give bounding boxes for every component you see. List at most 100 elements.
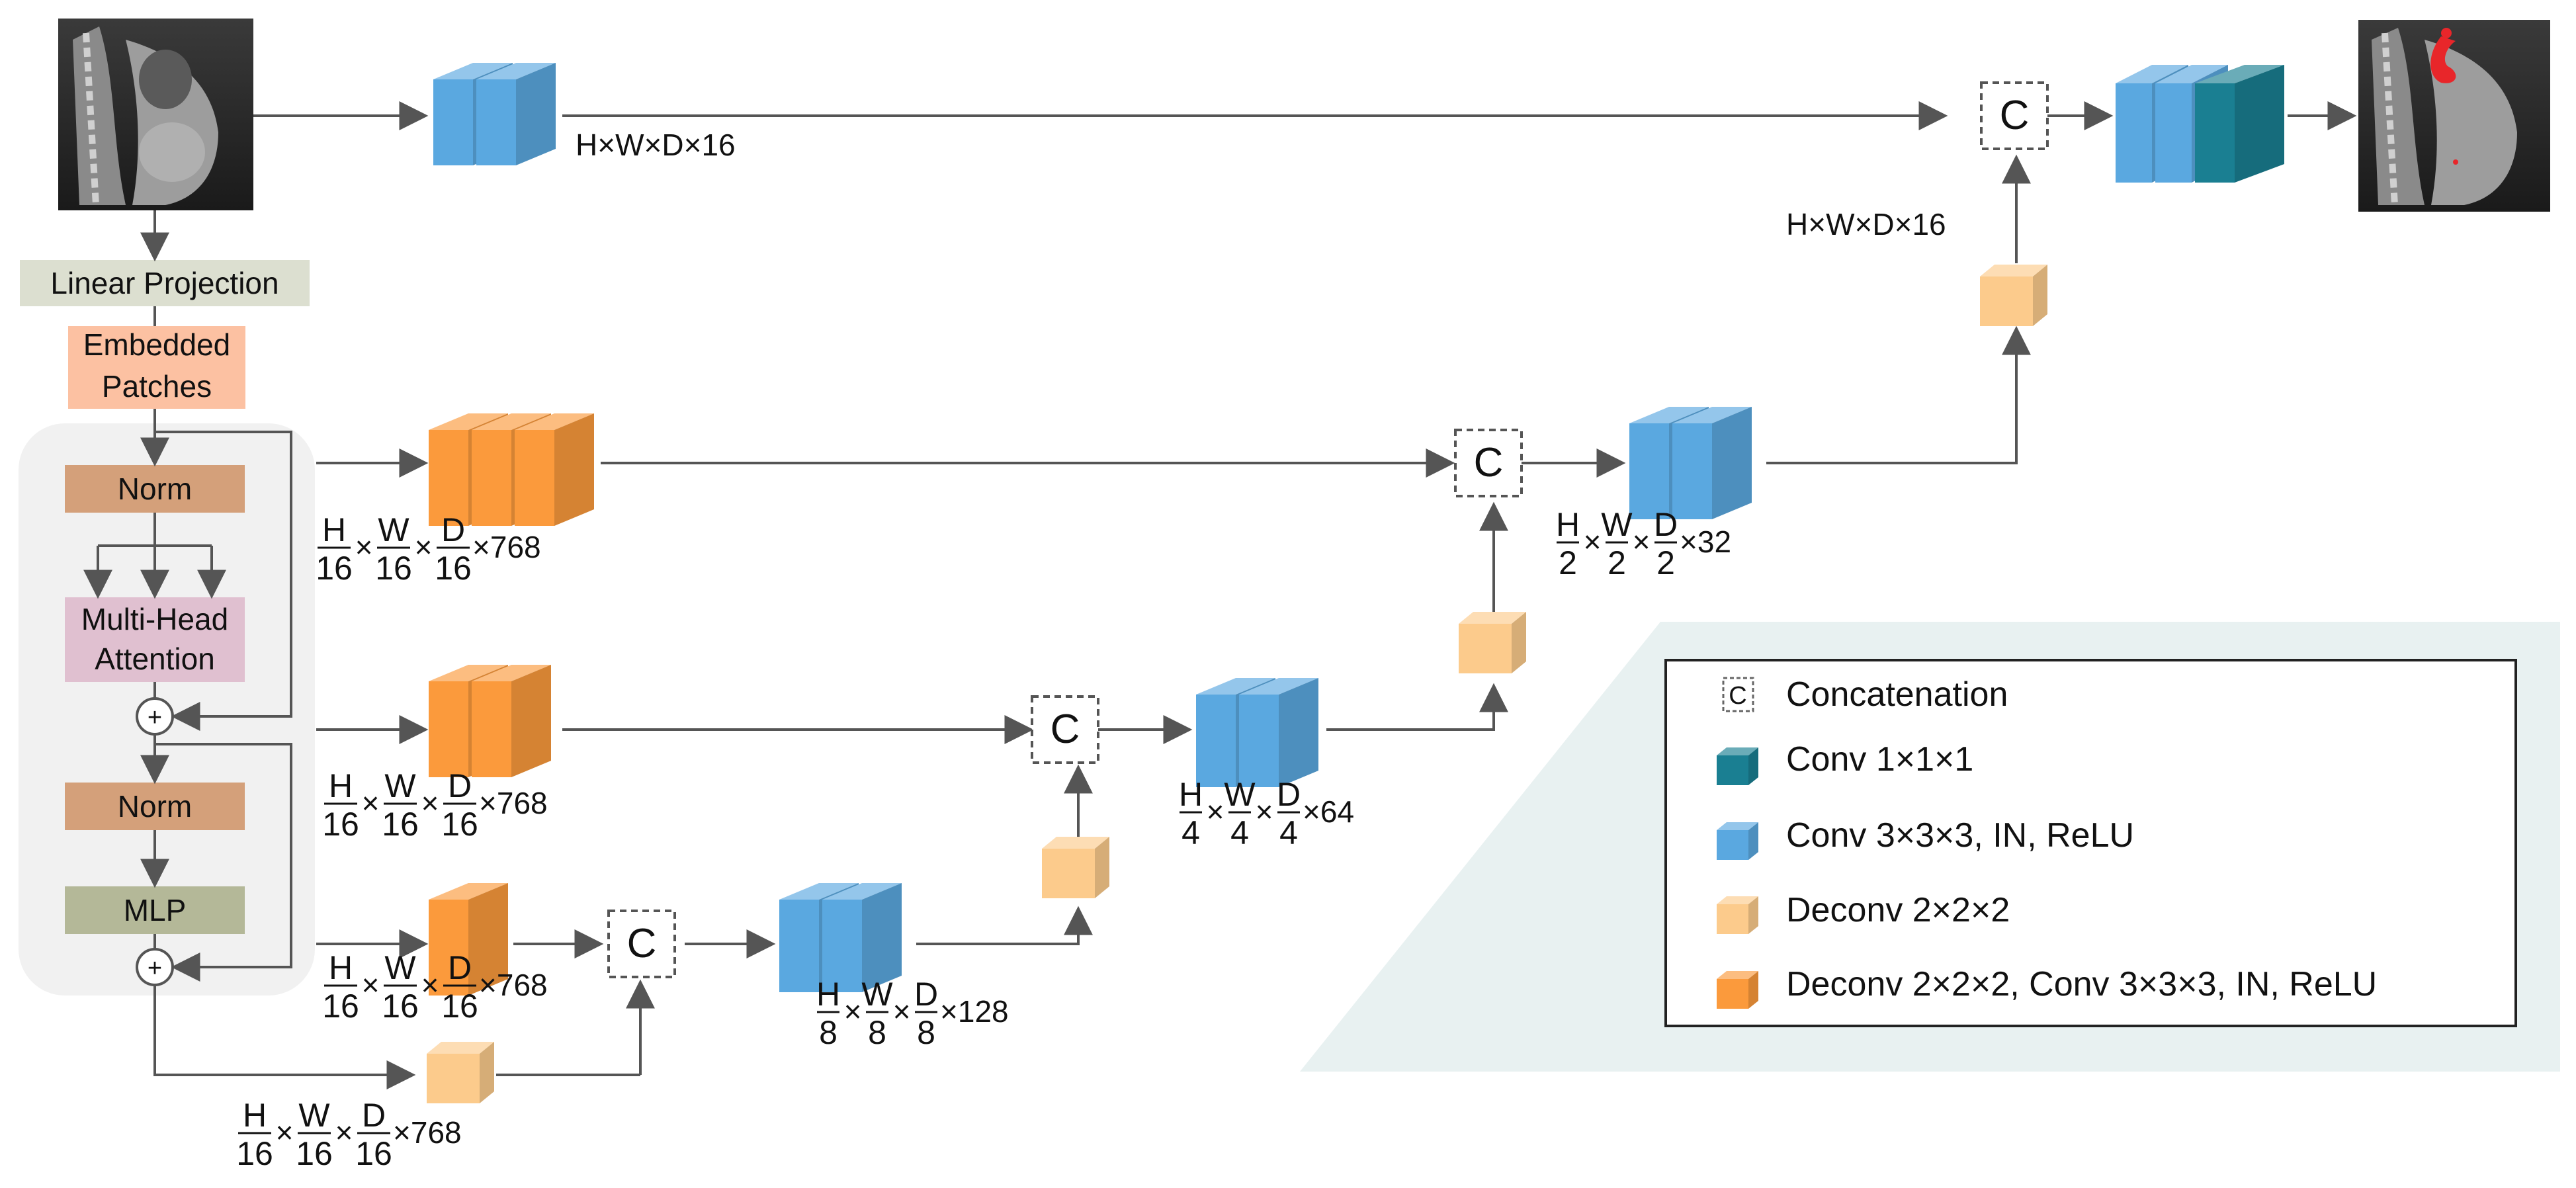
conv3-block [822, 883, 902, 992]
dim-label-768-bottom-d-denominator: 16 [355, 1135, 392, 1172]
dim-label-768-row2-d-numerator: D [448, 767, 472, 804]
dim-label-768-bottom-d-numerator: D [362, 1097, 386, 1134]
dim-label-768-row1-d-numerator: D [441, 511, 465, 548]
dim-label-768-row1-w-numerator: W [378, 511, 409, 548]
norm-label-1: Norm [118, 472, 192, 506]
linear-projection-box: Linear Projection [20, 260, 310, 306]
dim-label-128-d-numerator: D [914, 976, 938, 1013]
concat-symbol: C [2000, 93, 2030, 138]
dim-label-768-row3-times: × [421, 968, 439, 1002]
dim-label-768-row2-times: × [362, 786, 380, 820]
concat-symbol: C [1051, 706, 1080, 752]
dim-label-128-h-numerator: H [816, 976, 840, 1013]
embedded-patches-box: Embedded Patches [68, 326, 245, 409]
dim-label-768-row2-d-denominator: 16 [441, 806, 478, 843]
legend-deconv-conv-icon [1717, 971, 1758, 1009]
dim-label-64-d-numerator: D [1277, 776, 1301, 813]
deconv-block [1042, 837, 1109, 898]
dim-label-768-row3-d-numerator: D [448, 949, 472, 986]
legend-icons [1717, 747, 1758, 1009]
norm-box-2: Norm [65, 783, 245, 830]
dim-label-128-times: × [844, 994, 862, 1029]
dim-label-768-bottom-channels: ×768 [393, 1115, 462, 1150]
concat-symbol: C [627, 921, 657, 966]
add-node-2: + [136, 948, 174, 986]
dim-label-768-row1-h-numerator: H [322, 511, 346, 548]
dim-label-768-row3-channels: ×768 [479, 968, 548, 1002]
dim-label-32-channels: ×32 [1680, 525, 1731, 559]
mlp-box: MLP [65, 886, 245, 934]
dim-label-768-row3-w-denominator: 16 [382, 988, 419, 1025]
pathway-arrows [496, 101, 2357, 1076]
dim-label-64-times: × [1256, 794, 1273, 829]
dim-label-32-w-numerator: W [1601, 506, 1633, 543]
concat-symbol: C [1474, 440, 1504, 486]
ct-scan-input-image [58, 19, 253, 210]
legend-label-deconv: Deconv 2×2×2 [1786, 891, 2010, 929]
concat-node-128: C [607, 910, 676, 978]
dim-label-top-decoder: H×W×D×16 [1786, 207, 1946, 241]
dim-label-768-row2-channels: ×768 [479, 786, 548, 820]
dim-label-768-bottom-w-denominator: 16 [296, 1135, 333, 1172]
conv3-block [1672, 407, 1752, 519]
norm-box-1: Norm [65, 465, 245, 513]
dim-label-64-w-numerator: W [1224, 776, 1256, 813]
dim-label-768-bottom-h-denominator: 16 [236, 1135, 273, 1172]
legend-conv1-icon [1717, 747, 1758, 785]
dim-label-32-d-numerator: D [1654, 506, 1678, 543]
concat-node-64: C [1031, 695, 1099, 764]
dim-label-768-row1-times: × [355, 530, 373, 564]
embedded-label-line1: Embedded [83, 327, 231, 362]
dim-label-32-times: × [1584, 525, 1602, 559]
mha-label-line2: Attention [95, 642, 215, 676]
dim-label-768-row2-times: × [421, 786, 439, 820]
conv3-block [1239, 678, 1318, 787]
deconv-block [1459, 612, 1526, 673]
dim-label-64-channels: ×64 [1303, 794, 1354, 829]
dim-label-128-d-denominator: 8 [917, 1014, 935, 1051]
legend-concat-symbol: C [1729, 682, 1746, 710]
conv1-block [2195, 65, 2284, 183]
legend-conv3-icon [1717, 822, 1758, 860]
dim-label-32-d-denominator: 2 [1656, 544, 1675, 581]
dim-label-768-bottom-times: × [276, 1115, 294, 1150]
concat-node-top: C [1980, 81, 2049, 150]
dim-label-768-row1-d-denominator: 16 [435, 550, 472, 587]
ct-scan-segmentation-output-image [2358, 20, 2550, 212]
dim-label-128-channels: ×128 [940, 994, 1009, 1029]
mha-label-line1: Multi-Head [81, 602, 228, 636]
deconv-conv-block [472, 665, 551, 777]
legend-deconv-icon [1717, 896, 1758, 934]
dim-label-32-h-denominator: 2 [1559, 544, 1577, 581]
legend-label-concatenation: Concatenation [1786, 675, 2008, 714]
dim-label-768-row2-w-denominator: 16 [382, 806, 419, 843]
skip-arrows [253, 101, 429, 958]
dim-label-64-w-denominator: 4 [1230, 814, 1249, 851]
dim-label-768-row3-times: × [362, 968, 380, 1002]
linear-projection-label: Linear Projection [50, 266, 279, 300]
dim-label-768-row3-w-numerator: W [384, 949, 416, 986]
dim-label-768-bottom-times: × [335, 1115, 353, 1150]
mlp-label: MLP [124, 893, 187, 927]
dim-label-64-d-denominator: 4 [1279, 814, 1298, 851]
embedded-label-line2: Patches [102, 369, 212, 403]
legend-label-deconv-conv: Deconv 2×2×2, Conv 3×3×3, IN, ReLU [1786, 965, 2377, 1003]
dim-label-64-h-numerator: H [1179, 776, 1203, 813]
dim-label-32-times: × [1633, 525, 1651, 559]
dim-label-768-row1-w-denominator: 16 [375, 550, 412, 587]
dim-label-768-row1-times: × [415, 530, 433, 564]
dim-label-128-w-numerator: W [861, 976, 893, 1013]
dim-label-768-row3-h-numerator: H [329, 949, 353, 986]
dim-label-768-row2-h-numerator: H [329, 767, 353, 804]
dim-label-768-row2-w-numerator: W [384, 767, 416, 804]
deconv-block [427, 1042, 494, 1103]
concat-node-768: C [1454, 429, 1523, 497]
dim-label-64-h-denominator: 4 [1181, 814, 1200, 851]
dim-label-768-bottom-h-numerator: H [243, 1097, 267, 1134]
deconv-conv-block [429, 883, 508, 996]
dim-label-768-row2-h-denominator: 16 [322, 806, 359, 843]
deconv-block [1980, 265, 2047, 326]
add-node-1: + [136, 697, 174, 736]
norm-label-2: Norm [118, 789, 192, 824]
dim-label-128-times: × [893, 994, 911, 1029]
